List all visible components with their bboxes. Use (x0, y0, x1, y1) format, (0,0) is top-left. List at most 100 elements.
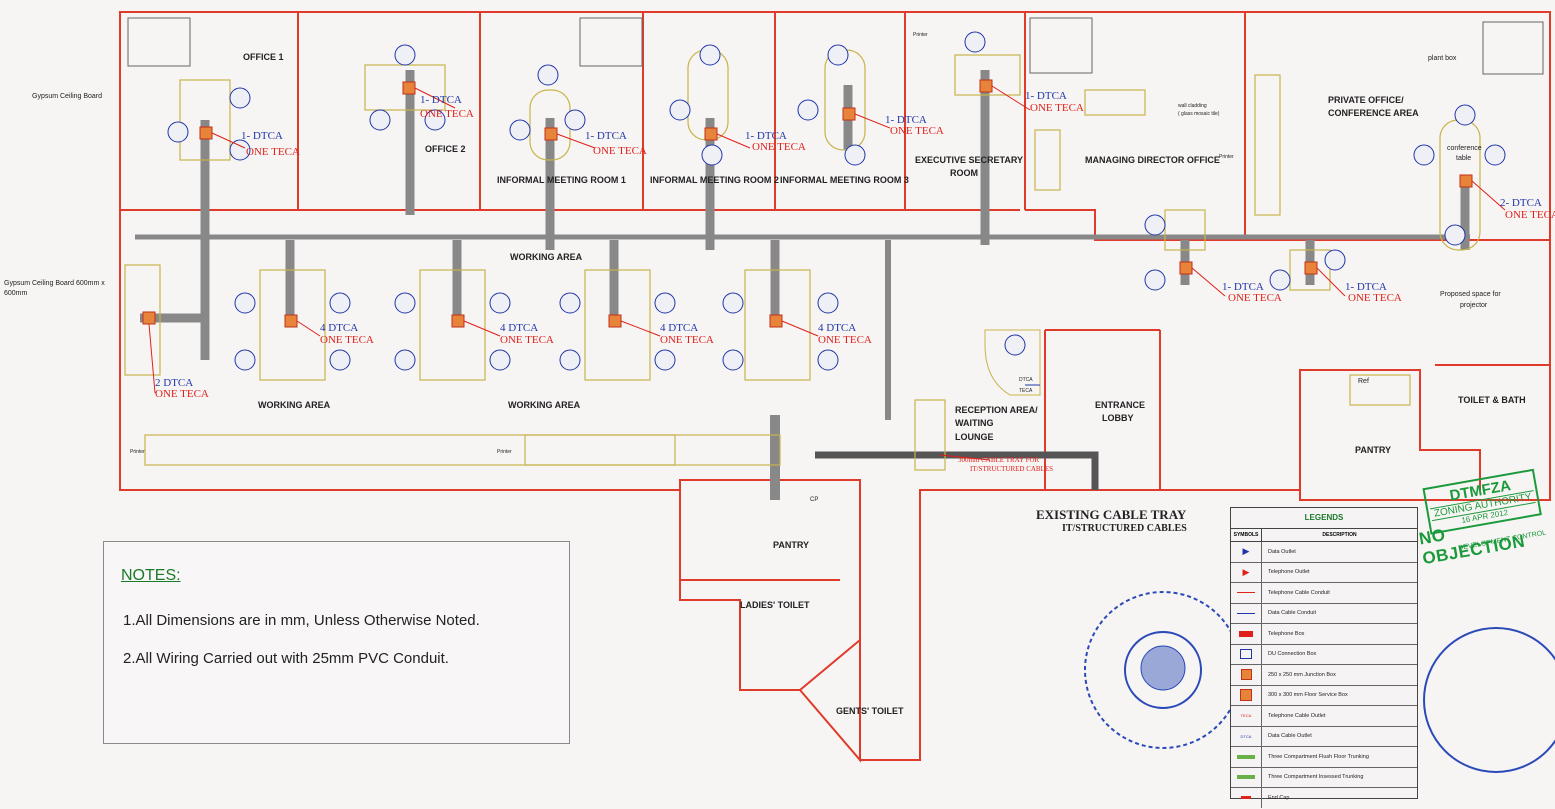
exec-sec-label-b: ROOM (950, 168, 978, 178)
outlet-exec-teca: ONE TECA (1030, 102, 1084, 114)
telephone-outlet-icon: ▶ (1231, 562, 1262, 582)
cp-label: CP (810, 497, 818, 503)
outlet-meet2-dtca: 1- DTCA (745, 130, 787, 142)
legend-row: 300 x 300 mm Floor Service Box (1231, 685, 1417, 706)
meeting3-label: INFORMAL MEETING ROOM 3 (780, 175, 909, 185)
legend-row: Telephone Cable Conduit (1231, 583, 1417, 604)
legend-row: ▶ Data Outlet (1231, 542, 1417, 563)
printer-exec: Printer (913, 32, 928, 38)
legend-desc: Data Cable Conduit (1268, 610, 1317, 617)
legend-row: Data Cable Conduit (1231, 603, 1417, 624)
outlet-meet1-dtca: 1- DTCA (585, 130, 627, 142)
floor-box-icon (1231, 685, 1262, 705)
outlet-w2-dtca: 4 DTCA (500, 322, 538, 334)
working-area-top: WORKING AREA (510, 252, 583, 262)
blue-line-icon (1231, 603, 1262, 623)
notes-line-2: 2.All Wiring Carried out with 25mm PVC C… (123, 650, 449, 667)
gypsum-board-label: Gypsum Ceiling Board (32, 93, 102, 100)
outlet-w2-teca: ONE TECA (500, 334, 554, 346)
printer-mid: Printer (497, 449, 512, 455)
dtca-icon: DTCA (1231, 726, 1262, 746)
legend-row: Telephone Box (1231, 624, 1417, 645)
outlet-meet2-teca: ONE TECA (752, 141, 806, 153)
legend-row: ▶ Telephone Outlet (1231, 562, 1417, 583)
furniture (124, 49, 1481, 471)
notes-panel: NOTES: 1.All Dimensions are in mm, Unles… (103, 541, 570, 744)
outlet-w0-teca: ONE TECA (155, 388, 209, 400)
working-area-left: WORKING AREA (258, 400, 331, 410)
legend-desc: Three Compartment Insessed Trunking (1268, 774, 1364, 781)
printer-left: Printer (130, 449, 145, 455)
explore-management-seal (1423, 627, 1555, 773)
plant-box-label: plant box (1428, 55, 1457, 62)
gents-toilet-label: GENTS' TOILET (836, 706, 904, 716)
exec-sec-label: EXECUTIVE SECRETARY (915, 155, 1023, 165)
outlet-meet1-teca: ONE TECA (593, 145, 647, 157)
ref-label: Ref (1358, 378, 1369, 385)
legend-desc: Data Outlet (1268, 548, 1296, 555)
hatched-boxes (127, 17, 1544, 75)
legend-desc: Telephone Cable Outlet (1268, 712, 1326, 719)
pantry-right-label: PANTRY (1355, 445, 1391, 455)
legend-row: TECA Telephone Cable Outlet (1231, 706, 1417, 727)
data-outlet-icon: ▶ (1231, 542, 1262, 562)
outlet-office2-teca: ONE TECA (420, 108, 474, 120)
legend-desc: End Cap (1268, 794, 1290, 801)
checked-seal (1084, 591, 1242, 749)
ladies-toilet-label: LADIES' TOILET (740, 600, 810, 610)
dtca-tag: DTCA (1019, 377, 1033, 383)
legend-desc: Telephone Cable Conduit (1268, 589, 1330, 596)
reception-label-b: WAITING (955, 418, 994, 428)
legend-desc: Telephone Outlet (1268, 569, 1310, 576)
outlet-meet3-dtca: 1- DTCA (885, 114, 927, 126)
conference-label-b: table (1456, 155, 1471, 162)
gypsum-600-label-b: 600mm (4, 290, 28, 297)
legend-row: Three Compartment Insessed Trunking (1231, 767, 1417, 788)
legend-row: DTCA Data Cable Outlet (1231, 726, 1417, 747)
legend-desc: 300 x 300 mm Floor Service Box (1268, 692, 1348, 699)
outlet-conf-dtca: 2- DTCA (1500, 197, 1542, 209)
outlet-w1-teca: ONE TECA (320, 334, 374, 346)
outlet-conf-teca: ONE TECA (1505, 209, 1555, 221)
meeting1-label: INFORMAL MEETING ROOM 1 (497, 175, 626, 185)
callout-lines (148, 85, 1506, 461)
md-office-label: MANAGING DIRECTOR OFFICE (1085, 155, 1220, 165)
wall-cladding-label: wall cladding (1178, 103, 1207, 109)
printer-md: Printer (1219, 154, 1234, 160)
teca-icon: TECA (1231, 706, 1262, 726)
outlet-md-dtca: 1- DTCA (1222, 281, 1264, 293)
outlet-w3-teca: ONE TECA (660, 334, 714, 346)
entrance-label: ENTRANCE (1095, 400, 1145, 410)
green-bar-icon (1231, 747, 1262, 767)
existing-tray-label: EXISTING CABLE TRAY (1036, 507, 1187, 522)
notes-line-1: 1.All Dimensions are in mm, Unless Other… (123, 612, 480, 629)
outlet-exec-dtca: 1- DTCA (1025, 90, 1067, 102)
private-office-label-b: CONFERENCE AREA (1328, 108, 1419, 118)
pantry-label: PANTRY (773, 540, 809, 550)
office1-label: OFFICE 1 (243, 52, 284, 62)
outlet-meet3-teca: ONE TECA (890, 125, 944, 137)
legend-desc: Data Cable Outlet (1268, 733, 1312, 740)
outlet-pa-teca: ONE TECA (1348, 292, 1402, 304)
outlet-w1-dtca: 4 DTCA (320, 322, 358, 334)
outlet-md-teca: ONE TECA (1228, 292, 1282, 304)
legend-desc: Three Compartment Flush Floor Trunking (1268, 753, 1369, 760)
du-box-icon (1231, 644, 1262, 664)
legend-row: 250 x 250 mm Junction Box (1231, 665, 1417, 686)
outlet-w4-teca: ONE TECA (818, 334, 872, 346)
projector-label-b: projector (1460, 302, 1488, 309)
notes-title: NOTES: (121, 567, 181, 584)
legend-title: LEGENDS (1231, 508, 1417, 529)
legend-panel: LEGENDS SYMBOLS DESCRIPTION ▶Data Outlet… (1230, 507, 1418, 808)
walls (119, 11, 1551, 763)
outlet-w4-dtca: 4 DTCA (818, 322, 856, 334)
gypsum-600-label: Gypsum Ceiling Board 600mm x (4, 280, 105, 287)
legend-row: DU Connection Box (1231, 644, 1417, 665)
conference-label: conference (1447, 145, 1482, 152)
wall-cladding-label-b: ( glass mosaic tile) (1178, 111, 1220, 117)
legend-desc: 250 x 250 mm Junction Box (1268, 671, 1336, 678)
legend-col-symbols: SYMBOLS (1231, 529, 1262, 541)
existing-tray-label-b: IT/STRUCTURED CABLES (1062, 523, 1187, 534)
